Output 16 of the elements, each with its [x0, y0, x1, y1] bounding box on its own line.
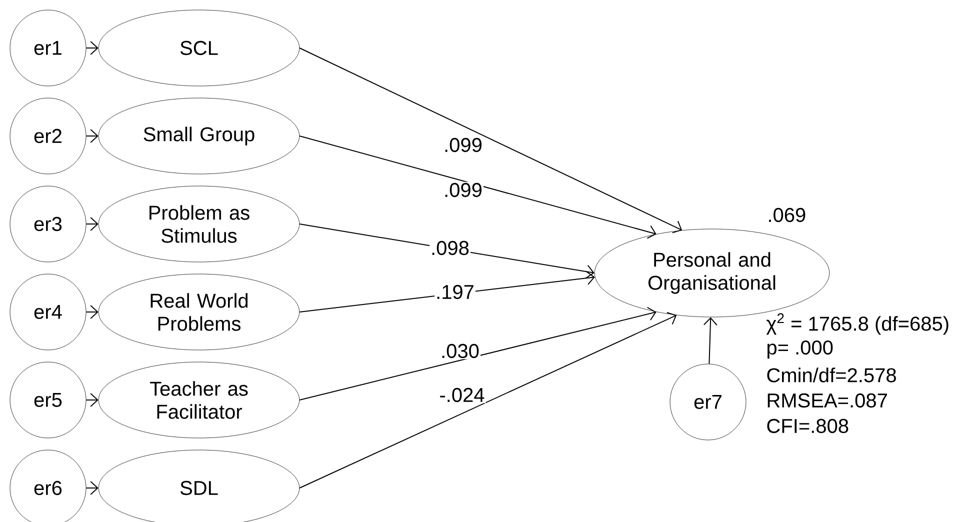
- edge-label: .099: [445, 138, 482, 152]
- fit-statistic: RMSEA=.087: [768, 393, 887, 408]
- r-squared-value: .069: [769, 208, 806, 222]
- arrow: [299, 136, 656, 239]
- arrow: [299, 307, 656, 400]
- fit-statistic: p= .000: [768, 340, 833, 359]
- arrow: [703, 317, 718, 364]
- arrow: [299, 48, 682, 234]
- edge-label: .099: [445, 182, 482, 198]
- fit-statistic: Cmin/df=2.578: [767, 368, 896, 382]
- edge-label: -.024: [440, 388, 484, 402]
- edge-label: .098: [432, 240, 469, 256]
- edge-label: .197: [437, 284, 474, 300]
- fit-statistic: CFI=.808: [767, 418, 848, 434]
- edge-label: .030: [442, 344, 479, 358]
- arrow: [299, 312, 677, 488]
